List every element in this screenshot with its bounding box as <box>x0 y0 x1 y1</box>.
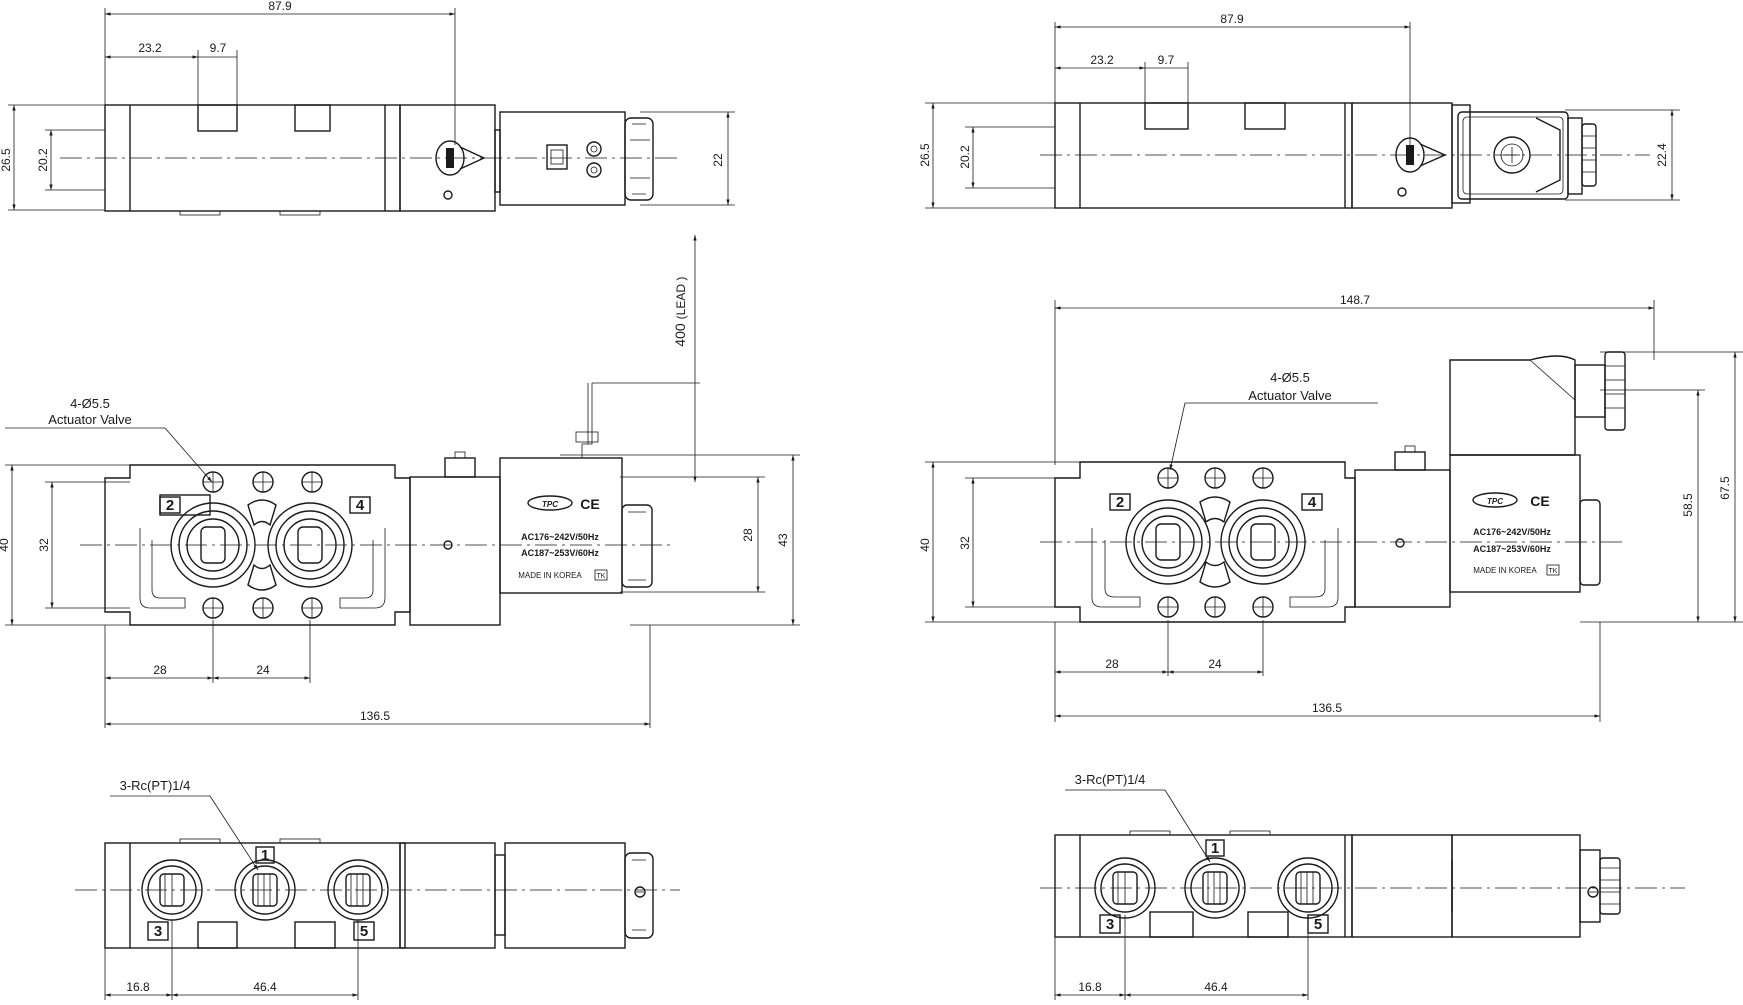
port-label-1: 1 <box>261 847 269 864</box>
left-top-dimensions: 87.9 23.2 9.7 26.5 20.2 22 <box>0 0 735 211</box>
callout-ports: 3-Rc(PT)1/4 <box>120 778 191 793</box>
right-front-callout: 4-Ø5.5 Actuator Valve <box>1169 370 1378 471</box>
rating-60hz: AC187~253V/60Hz <box>1473 544 1551 554</box>
right-coil-label: TPC CE AC176~242V/50Hz AC187~253V/60Hz M… <box>1472 492 1560 576</box>
dim-coil-outer: 67.5 <box>1718 476 1732 500</box>
dim-coil-inner: 58.5 <box>1681 493 1695 517</box>
left-bottom-dimensions: 16.8 46.4 <box>104 920 359 1000</box>
dim-overall-length: 136.5 <box>1312 701 1342 715</box>
rating-50hz: AC176~242V/50Hz <box>1473 527 1551 537</box>
tk-mark: TK <box>1549 568 1558 575</box>
callout-actuator: Actuator Valve <box>48 412 132 427</box>
dim-b: 46.4 <box>1204 980 1228 994</box>
dim-pitch-a: 23.2 <box>1090 53 1114 67</box>
right-bottom-body: 1 3 5 <box>1054 830 1621 938</box>
dim-height-outer: 26.5 <box>918 143 932 167</box>
callout-actuator: Actuator Valve <box>1248 388 1332 403</box>
dim-overall: 87.9 <box>268 0 292 13</box>
port-label-2: 2 <box>166 497 174 514</box>
origin-text: MADE IN KOREA <box>1473 566 1537 575</box>
dim-a: 16.8 <box>126 980 150 994</box>
dim-base-a: 28 <box>1105 657 1119 671</box>
port-label-3: 3 <box>154 923 162 940</box>
dim-pitch-b: 9.7 <box>210 41 227 55</box>
dim-overall-length: 136.5 <box>360 709 390 723</box>
dim-height-inner: 32 <box>37 538 51 552</box>
ce-mark: CE <box>1530 493 1549 509</box>
left-bottom-body: 1 3 5 <box>104 838 654 949</box>
left-bottom-view: 3-Rc(PT)1/4 <box>75 778 680 1000</box>
dim-base-a: 28 <box>153 663 167 677</box>
left-front-view: 400 (LEAD ) 40 32 28 43 <box>0 235 800 728</box>
port-label-4: 4 <box>1308 494 1317 511</box>
dim-coil-inner: 28 <box>741 528 755 542</box>
dim-lead-unit: (LEAD ) <box>674 277 688 320</box>
brand-logo: TPC <box>1487 497 1503 506</box>
dim-height-inner: 32 <box>958 536 972 550</box>
rating-60hz: AC187~253V/60Hz <box>521 548 599 558</box>
port-label-1: 1 <box>1211 840 1219 857</box>
tk-mark: TK <box>597 573 606 580</box>
dim-coil-height: 22.4 <box>1655 143 1669 167</box>
left-top-view: 87.9 23.2 9.7 26.5 20.2 22 <box>0 0 735 216</box>
left-front-body: 2 4 <box>104 383 653 626</box>
right-bottom-view: 3-Rc(PT)1/4 <box>1040 772 1685 1000</box>
port-label-4: 4 <box>356 497 365 514</box>
right-top-body <box>1054 102 1597 209</box>
dim-height-outer: 26.5 <box>0 148 13 172</box>
dim-overall: 87.9 <box>1220 12 1244 26</box>
right-bottom-callout: 3-Rc(PT)1/4 <box>1065 772 1211 863</box>
port-label-5: 5 <box>1314 916 1322 933</box>
right-front-body: 2 4 <box>1054 351 1626 623</box>
dim-overall-top: 148.7 <box>1340 293 1370 307</box>
left-bottom-callout: 3-Rc(PT)1/4 <box>110 778 259 871</box>
dim-base-b: 24 <box>256 663 270 677</box>
right-top-dimensions: 87.9 23.2 9.7 26.5 20.2 22.4 <box>918 12 1680 209</box>
dim-lead: 400 <box>672 323 688 347</box>
dim-height-outer: 40 <box>0 538 11 552</box>
dim-height-inner: 20.2 <box>36 148 50 172</box>
callout-hole: 4-Ø5.5 <box>70 396 110 411</box>
right-front-dimensions: 148.7 40 32 58.5 67.5 28 24 136. <box>918 293 1743 722</box>
mounting-holes <box>202 471 323 619</box>
right-front-view: 148.7 40 32 58.5 67.5 28 24 136. <box>918 293 1743 722</box>
dim-height-inner: 20.2 <box>958 145 972 169</box>
callout-ports: 3-Rc(PT)1/4 <box>1075 772 1146 787</box>
right-bottom-dimensions: 16.8 46.4 <box>1054 915 1309 1000</box>
origin-text: MADE IN KOREA <box>518 571 582 580</box>
dim-base-b: 24 <box>1208 657 1222 671</box>
left-top-body <box>104 104 654 216</box>
dim-coil-outer: 43 <box>776 533 790 547</box>
callout-hole: 4-Ø5.5 <box>1270 370 1310 385</box>
dim-b: 46.4 <box>253 980 277 994</box>
port-label-3: 3 <box>1106 916 1114 933</box>
dim-pitch-b: 9.7 <box>1158 53 1175 67</box>
dim-a: 16.8 <box>1078 980 1102 994</box>
left-front-callout: 4-Ø5.5 Actuator Valve <box>5 396 213 483</box>
left-coil-label: TPC CE AC176~242V/50Hz AC187~253V/60Hz M… <box>518 495 608 581</box>
dim-coil-height: 22 <box>711 153 725 167</box>
ce-mark: CE <box>580 496 599 512</box>
left-front-dimensions: 400 (LEAD ) 40 32 28 43 <box>0 235 800 728</box>
dim-height-outer: 40 <box>918 538 932 552</box>
mounting-holes <box>1157 467 1274 618</box>
brand-logo: TPC <box>542 500 558 509</box>
port-label-5: 5 <box>360 923 368 940</box>
right-top-view: 87.9 23.2 9.7 26.5 20.2 22.4 <box>918 12 1680 209</box>
dim-pitch-a: 23.2 <box>138 41 162 55</box>
rating-50hz: AC176~242V/50Hz <box>521 532 599 542</box>
port-label-2: 2 <box>1116 494 1124 511</box>
